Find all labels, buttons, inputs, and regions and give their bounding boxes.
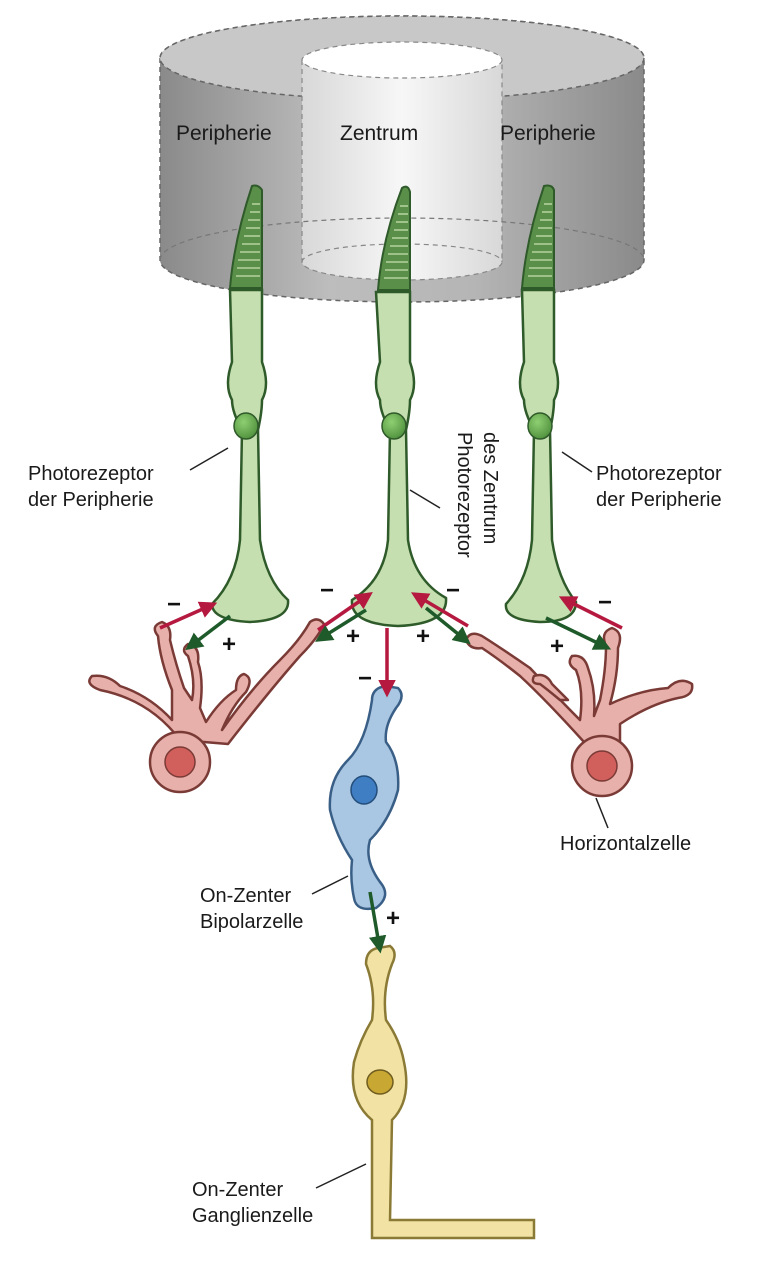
arrow-excitatory-left: [185, 614, 232, 651]
label-bipolar-cell: On-Zenter Bipolarzelle: [200, 875, 349, 933]
label-cylinder-periphery-left: Peripherie: [176, 122, 272, 145]
arrow-inhibitory-center-left: [317, 592, 373, 632]
sign-minus-center-right: −: [446, 577, 460, 604]
sign-minus-left: −: [167, 591, 181, 618]
svg-text:der Peripherie: der Peripherie: [596, 489, 722, 511]
label-photoreceptor-periphery-right: Photorezeptor der Peripherie: [561, 451, 722, 511]
svg-text:Bipolarzelle: Bipolarzelle: [200, 911, 303, 933]
sign-minus-center-left: −: [320, 577, 334, 604]
arrow-excitatory-center-left: [315, 608, 367, 642]
arrow-inhibitory-right: [558, 596, 623, 630]
arrow-inhibitory-center-right: [410, 592, 469, 628]
svg-text:On-Zenter: On-Zenter: [192, 1179, 283, 1201]
sign-plus-ganglion: +: [386, 905, 400, 932]
label-horizontal-cell: Horizontalzelle: [560, 797, 691, 855]
svg-text:On-Zenter: On-Zenter: [200, 885, 291, 907]
label-cylinder-periphery-right: Peripherie: [500, 122, 596, 145]
label-photoreceptor-periphery-left: Photorezeptor der Peripherie: [28, 447, 229, 511]
svg-text:der Peripherie: der Peripherie: [28, 489, 154, 511]
arrow-inhibitory-left: [159, 601, 218, 630]
svg-text:Photorezeptor: Photorezeptor: [28, 463, 154, 485]
label-photoreceptor-center: Photorezeptor des Zentrum: [409, 432, 501, 558]
photoreceptor-periphery-left: [210, 184, 290, 624]
svg-text:Horizontalzelle: Horizontalzelle: [560, 833, 691, 855]
svg-text:Photorezeptor: Photorezeptor: [453, 432, 475, 558]
arrow-excitatory-right: [545, 616, 612, 650]
sign-plus-right: +: [550, 633, 564, 660]
synapse-arrows: [159, 592, 623, 954]
arrow-excitatory-to-ganglion: [368, 891, 387, 954]
bipolar-cell: [328, 684, 403, 911]
label-cylinder-center: Zentrum: [340, 122, 418, 145]
sign-plus-center-left: +: [346, 623, 360, 650]
horizontal-cell-right: [464, 626, 694, 798]
label-ganglion-cell: On-Zenter Ganglienzelle: [192, 1163, 367, 1227]
horizontal-cell-left: [88, 618, 326, 794]
receptive-field-cylinder: [159, 15, 645, 303]
photoreceptor-center: [350, 185, 448, 628]
sign-plus-center-right: +: [416, 623, 430, 650]
sign-minus-bipolar: −: [358, 665, 372, 692]
synapse-signs: − + − + − + − + − +: [167, 577, 612, 932]
svg-text:Ganglienzelle: Ganglienzelle: [192, 1205, 313, 1227]
photoreceptor-periphery-right: [504, 184, 578, 624]
sign-plus-left: +: [222, 631, 236, 658]
svg-text:Photorezeptor: Photorezeptor: [596, 463, 722, 485]
svg-text:des Zentrum: des Zentrum: [479, 432, 501, 544]
sign-minus-right: −: [598, 589, 612, 616]
arrow-excitatory-center-right: [424, 606, 471, 645]
ganglion-cell: [351, 944, 536, 1240]
